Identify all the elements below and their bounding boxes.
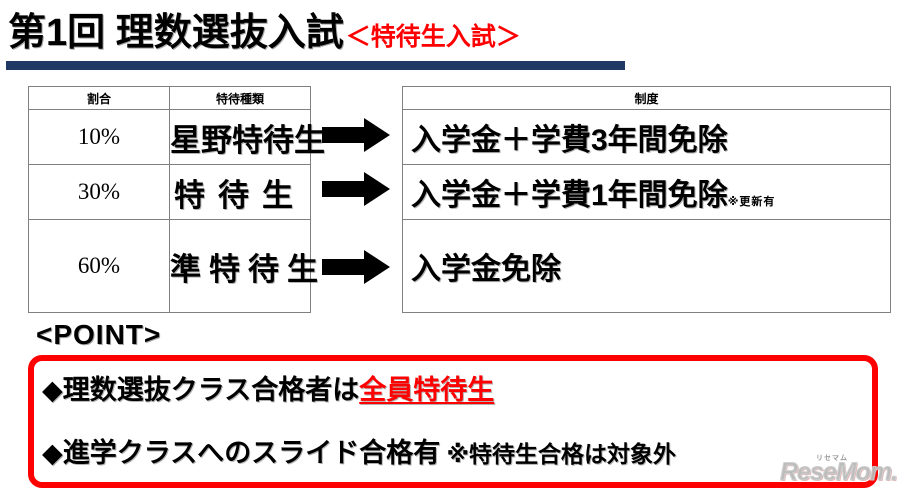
ratio-cell-2: 30%	[28, 164, 170, 220]
point-line-2: ◆進学クラスへのスライド合格有 ※特待生合格は対象外	[42, 440, 676, 467]
system-note-2: ※更新有	[727, 196, 776, 208]
scholarship-type-table: 割合 特待種類 10% 星野特待生 30% 特待生 60% 準特待生	[28, 86, 325, 313]
type-cell-3: 準特待生	[169, 219, 318, 313]
system-text-2: 入学金＋学費1年間免除	[411, 179, 728, 212]
column-header-type: 特待種類	[169, 86, 311, 110]
benefit-system-table: 制度 入学金＋学費3年間免除 入学金＋学費1年間免除※更新有 入学金免除	[402, 86, 891, 313]
table-row: 60% 準特待生	[28, 219, 318, 313]
page-title-sub: ＜特待生入試＞	[345, 23, 521, 51]
right-arrow-icon	[322, 172, 390, 206]
table-row: 入学金＋学費3年間免除	[402, 109, 891, 165]
point-bullet-2: ◆	[42, 438, 63, 468]
column-header-ratio: 割合	[28, 86, 170, 110]
table-header-row: 割合 特待種類	[28, 86, 311, 110]
system-text-3: 入学金免除	[411, 253, 561, 286]
page-title-main: 第1回 理数選抜入試	[8, 12, 344, 54]
system-cell-3: 入学金免除	[402, 219, 891, 313]
table-header-row: 制度	[402, 86, 891, 110]
ratio-cell-1: 10%	[28, 109, 170, 165]
system-cell-1: 入学金＋学費3年間免除	[402, 109, 891, 165]
right-arrow-icon	[322, 118, 390, 152]
point-box	[28, 355, 878, 488]
type-cell-2: 特待生	[169, 164, 311, 220]
type-cell-1: 星野特待生	[169, 109, 325, 165]
table-row: 入学金＋学費1年間免除※更新有	[402, 164, 891, 220]
page-title: 第1回 理数選抜入試 ＜特待生入試＞	[8, 14, 521, 52]
right-arrow-icon	[322, 250, 390, 284]
point-heading: <POINT>	[36, 319, 162, 350]
system-cell-2: 入学金＋学費1年間免除※更新有	[402, 164, 891, 220]
column-header-system: 制度	[402, 86, 891, 110]
table-row: 30% 特待生	[28, 164, 311, 220]
point-text-before-2: 進学クラスへのスライド合格有	[62, 438, 441, 468]
point-highlight-1: 全員特待生	[359, 375, 495, 405]
system-text-1: 入学金＋学費3年間免除	[411, 124, 728, 157]
table-row: 入学金免除	[402, 219, 891, 313]
point-text-before-1: 理数選抜クラス合格者は	[62, 375, 360, 405]
point-line-1: ◆理数選抜クラス合格者は全員特待生	[42, 377, 494, 404]
point-bullet-1: ◆	[42, 375, 63, 405]
ratio-cell-3: 60%	[28, 219, 170, 313]
table-row: 10% 星野特待生	[28, 109, 325, 165]
title-underline-bar	[6, 61, 625, 70]
point-text-after-2: ※特待生合格は対象外	[440, 441, 676, 467]
